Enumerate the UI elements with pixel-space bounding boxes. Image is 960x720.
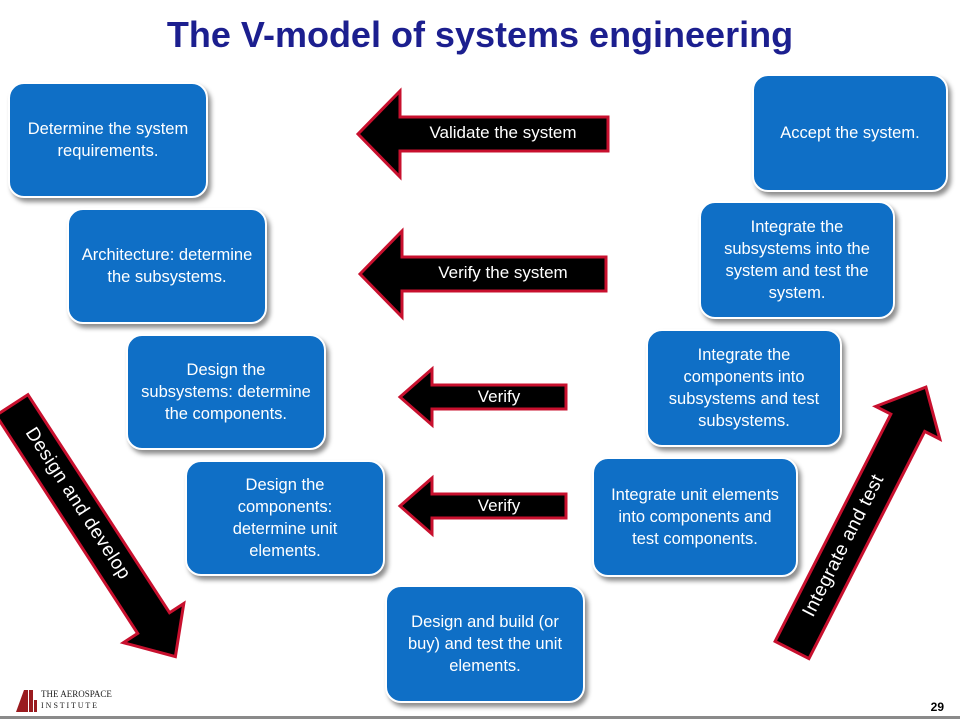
aerospace-institute-logo: THE AEROSPACE I N S T I T U T E xyxy=(14,688,124,714)
validate-system-arrow: Validate the system xyxy=(355,87,610,181)
left-arrow-icon xyxy=(357,227,608,321)
logo-text-line1: THE AEROSPACE xyxy=(41,689,112,699)
bottom-divider xyxy=(0,716,960,719)
verify-components-label: Verify xyxy=(477,387,521,406)
box-unit-elements: Design and build (or buy) and test the u… xyxy=(385,585,585,703)
verify-unit-label: Verify xyxy=(477,496,521,515)
logo-mark-icon xyxy=(16,690,37,712)
logo-text-line2: I N S T I T U T E xyxy=(41,701,98,710)
box-integrate-subsystems: Integrate the subsystems into the system… xyxy=(699,201,895,319)
left-arrow-icon xyxy=(397,474,568,538)
box-design-subsystems: Design the subsystems: determine the com… xyxy=(126,334,326,450)
box-integrate-components: Integrate the components into subsystems… xyxy=(646,329,842,447)
box-integrate-unit-elements: Integrate unit elements into components … xyxy=(592,457,798,577)
box-architecture: Architecture: determine the subsystems. xyxy=(67,208,267,324)
box-accept-system: Accept the system. xyxy=(752,74,948,192)
slide-title: The V-model of systems engineering xyxy=(166,14,794,55)
verify-system-label: Verify the system xyxy=(438,263,568,282)
box-design-components: Design the components: determine unit el… xyxy=(185,460,385,576)
verify-components-arrow: Verify xyxy=(397,365,568,429)
box-system-requirements: Determine the system requirements. xyxy=(8,82,208,198)
left-arrow-icon xyxy=(397,365,568,429)
verify-system-arrow: Verify the system xyxy=(357,227,608,321)
left-arrow-icon xyxy=(355,87,610,181)
integrate-test-arrow-icon xyxy=(773,385,943,661)
validate-system-label: Validate the system xyxy=(429,123,577,142)
verify-unit-arrow: Verify xyxy=(397,474,568,538)
page-number: 29 xyxy=(930,700,944,714)
design-develop-arrow-icon xyxy=(0,392,186,659)
